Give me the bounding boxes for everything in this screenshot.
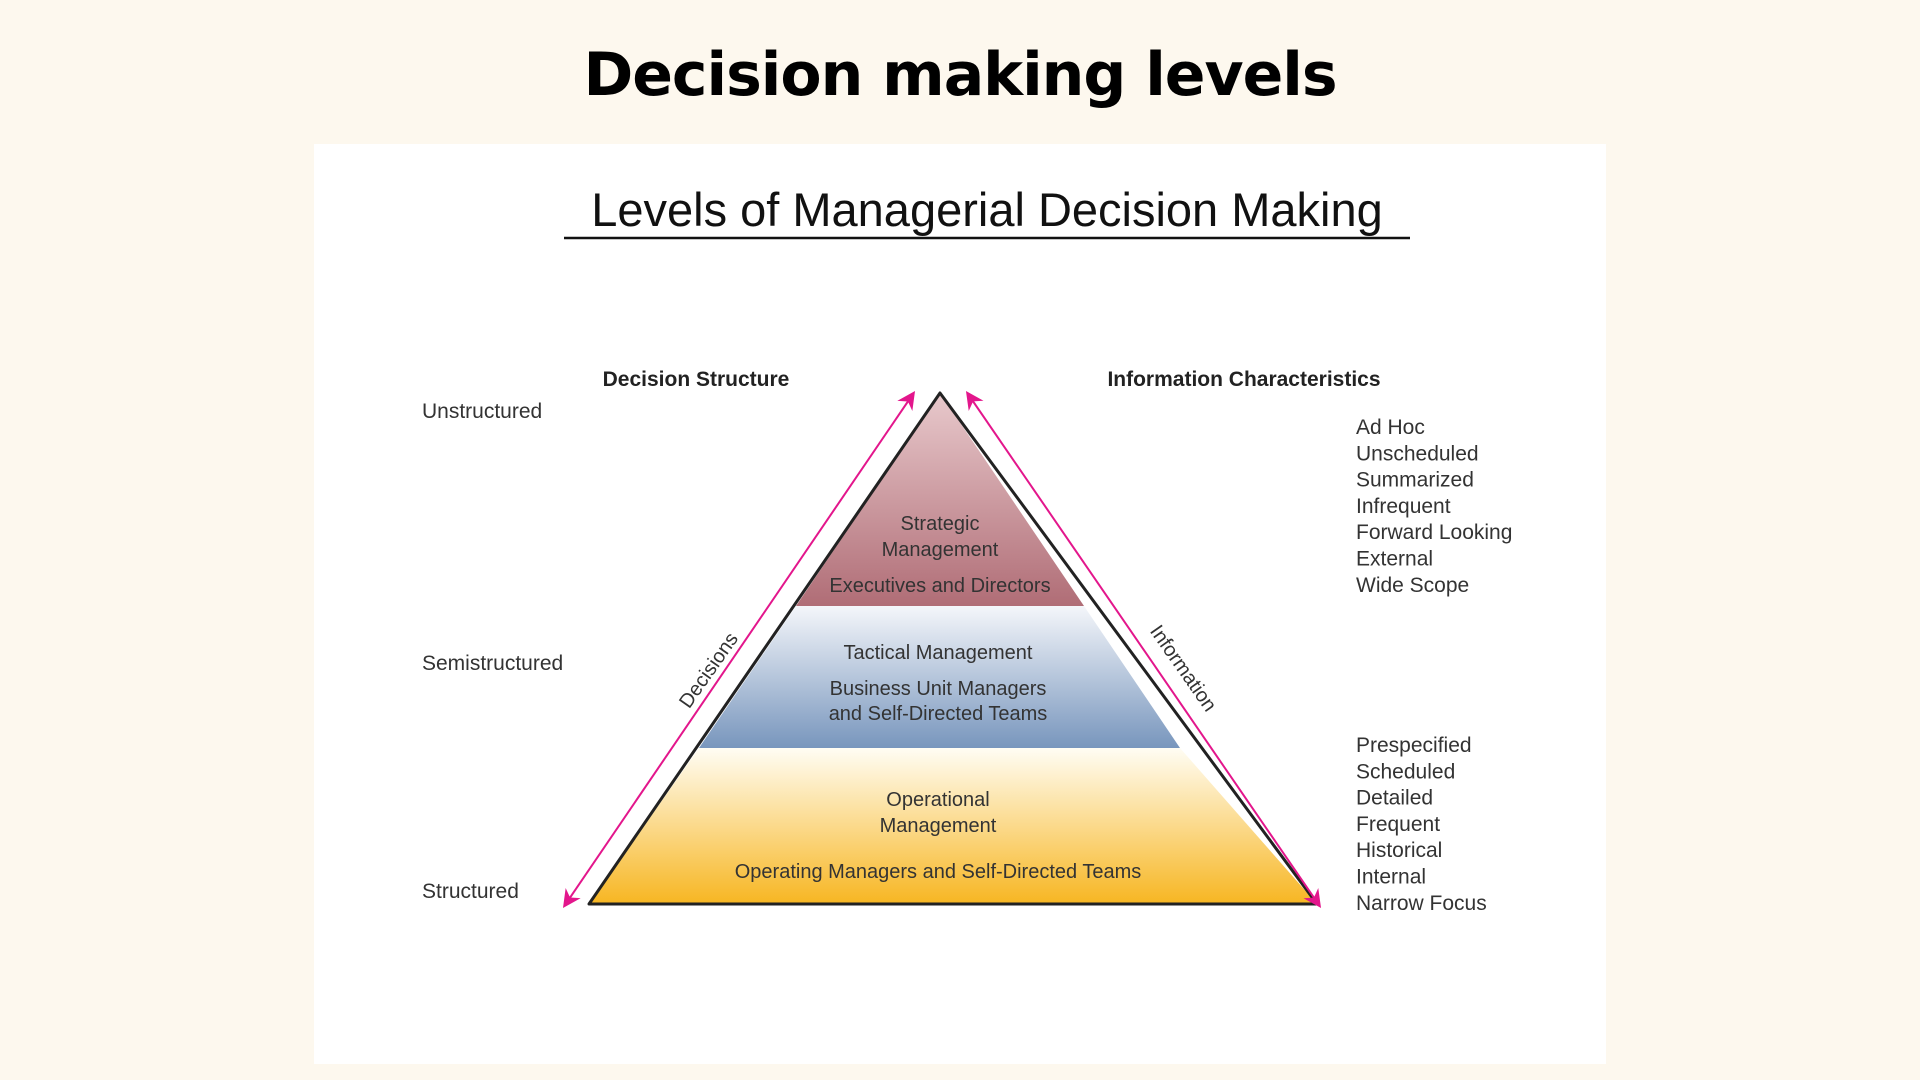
info-bottom-item: Internal	[1356, 866, 1426, 889]
operational-name-line2: Management	[880, 815, 997, 837]
information-arrow	[965, 391, 1322, 908]
strategic-name-line1: Strategic	[901, 513, 980, 535]
diagram-card: Levels of Managerial Decision Making Dec…	[314, 144, 1606, 1064]
info-top-item: Ad Hoc	[1356, 416, 1425, 439]
info-top-item: Unscheduled	[1356, 442, 1479, 465]
info-top-item: Infrequent	[1356, 495, 1451, 518]
tactical-who-line2: and Self-Directed Teams	[829, 703, 1048, 725]
decision-structure-header: Decision Structure	[603, 368, 790, 391]
info-bottom-item: Scheduled	[1356, 760, 1455, 783]
information-characteristics-header: Information Characteristics	[1107, 368, 1380, 391]
structure-level-semistructured: Semistructured	[422, 652, 563, 675]
tactical-who-line1: Business Unit Managers	[830, 678, 1047, 700]
info-bottom-item: Prespecified	[1356, 734, 1472, 757]
info-top-item: External	[1356, 548, 1433, 571]
pyramid-diagram: Levels of Managerial Decision Making Dec…	[422, 183, 1512, 915]
info-top-item: Wide Scope	[1356, 574, 1469, 597]
structure-level-unstructured: Unstructured	[422, 400, 542, 423]
slide-title: Decision making levels	[583, 40, 1337, 110]
info-bottom-item: Frequent	[1356, 813, 1440, 836]
operational-who: Operating Managers and Self-Directed Tea…	[735, 861, 1142, 883]
structure-level-structured: Structured	[422, 880, 519, 903]
info-bottom-item: Historical	[1356, 839, 1442, 862]
decisions-arrow	[562, 391, 916, 908]
diagram-title: Levels of Managerial Decision Making	[591, 183, 1383, 236]
strategic-who: Executives and Directors	[829, 575, 1050, 597]
operational-name-line1: Operational	[886, 789, 989, 811]
tactical-tier	[699, 606, 1180, 748]
info-bottom-item: Detailed	[1356, 787, 1433, 810]
info-top-item: Summarized	[1356, 469, 1474, 492]
info-characteristics-top: Ad HocUnscheduledSummarizedInfrequentFor…	[1356, 416, 1512, 597]
info-characteristics-bottom: PrespecifiedScheduledDetailedFrequentHis…	[1356, 734, 1487, 915]
tactical-name: Tactical Management	[844, 642, 1033, 664]
info-bottom-item: Narrow Focus	[1356, 892, 1487, 915]
strategic-name-line2: Management	[882, 539, 999, 561]
info-top-item: Forward Looking	[1356, 521, 1512, 544]
